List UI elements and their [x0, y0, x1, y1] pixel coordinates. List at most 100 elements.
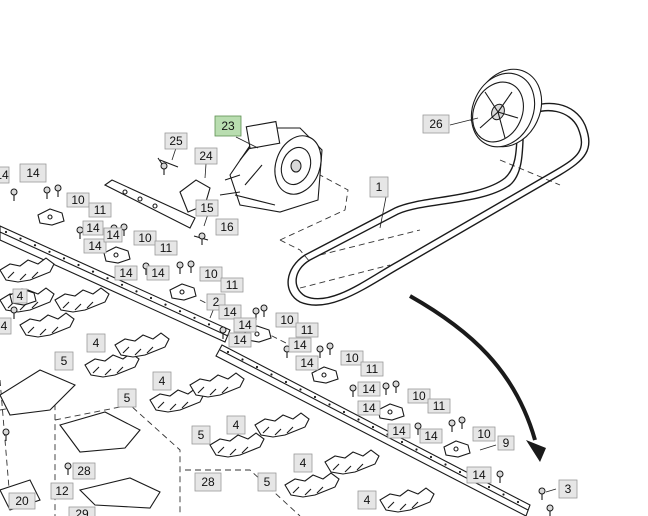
svg-text:10: 10 — [71, 193, 85, 207]
svg-text:24: 24 — [199, 149, 213, 163]
callout-c11c: 11 — [220, 277, 244, 293]
callout-c14o: 14 — [466, 466, 492, 484]
cutter-bar-upper — [0, 225, 231, 343]
gearbox — [219, 120, 323, 213]
drive-pulley — [470, 68, 543, 148]
bolt — [198, 232, 206, 245]
callout-c11f: 11 — [427, 398, 451, 414]
svg-text:14: 14 — [0, 168, 9, 182]
svg-text:14: 14 — [88, 239, 102, 253]
bolt — [382, 382, 390, 395]
callout-c14q: 14 — [103, 227, 123, 243]
bolt — [54, 184, 62, 197]
bolt — [2, 428, 10, 441]
callout-c11a: 11 — [88, 202, 112, 218]
callout-c10a: 10 — [66, 192, 90, 208]
callout-c14n: 14 — [419, 428, 443, 444]
bar-hole — [299, 388, 302, 391]
knife-guard — [54, 287, 110, 313]
bar-hole — [48, 250, 51, 253]
svg-text:4: 4 — [1, 319, 8, 333]
callout-labels: 1234444444555591010101010101011111111111… — [0, 114, 578, 516]
callout-c14i: 14 — [288, 337, 312, 353]
bolt — [326, 342, 334, 355]
hold-down-clip — [37, 208, 65, 226]
bar-hole — [33, 244, 37, 247]
bar-hole — [241, 358, 244, 361]
svg-text:15: 15 — [200, 201, 214, 215]
svg-text:5: 5 — [198, 428, 205, 442]
hold-down-clip — [103, 246, 131, 264]
svg-text:10: 10 — [204, 267, 218, 281]
svg-text:26: 26 — [429, 117, 443, 131]
bolt — [392, 380, 400, 393]
callout-c15: 15 — [195, 199, 219, 217]
knife-guard — [324, 449, 380, 475]
svg-text:2: 2 — [213, 295, 220, 309]
bolt — [546, 504, 554, 516]
bar-hole — [62, 257, 66, 260]
bolt — [414, 422, 422, 435]
callout-c3: 3 — [558, 479, 578, 499]
hold-down-clip — [169, 283, 197, 301]
knife-guard — [0, 257, 55, 283]
hold-down-clip — [311, 366, 339, 384]
callout-c4c: 4 — [226, 415, 246, 435]
callout-c14p: 14 — [228, 332, 252, 348]
svg-text:5: 5 — [124, 391, 131, 405]
svg-text:4: 4 — [233, 418, 240, 432]
bolt — [76, 226, 84, 239]
callout-c24: 24 — [194, 147, 218, 165]
callout-c4b: 4 — [152, 371, 172, 391]
callout-c10d: 10 — [275, 312, 299, 328]
callout-c1: 1 — [369, 176, 389, 198]
bar-hole — [178, 310, 182, 313]
callout-c14j: 14 — [295, 355, 319, 371]
bolt — [538, 487, 546, 500]
svg-text:14: 14 — [300, 356, 314, 370]
bar-hole — [19, 237, 22, 240]
knife-guard — [209, 432, 265, 458]
svg-text:28: 28 — [77, 464, 91, 478]
bar-hole — [313, 395, 317, 399]
direction-arrow — [409, 294, 546, 462]
bar-hole — [516, 500, 520, 504]
svg-text:5: 5 — [264, 475, 271, 489]
knife-guard — [284, 472, 340, 498]
callout-c28a: 28 — [72, 462, 96, 480]
svg-text:14: 14 — [119, 266, 133, 280]
bolt — [349, 384, 357, 397]
svg-text:23: 23 — [221, 119, 235, 133]
svg-text:9: 9 — [503, 436, 510, 450]
callout-c5a: 5 — [54, 351, 74, 371]
svg-text:11: 11 — [433, 399, 446, 413]
svg-text:10: 10 — [412, 389, 426, 403]
cutter-bar-holes — [4, 230, 520, 504]
svg-text:11: 11 — [301, 323, 314, 337]
bolts — [2, 162, 554, 516]
callout-c5b: 5 — [117, 388, 137, 408]
callout-c4a: 4 — [86, 333, 106, 353]
svg-text:14: 14 — [86, 221, 100, 235]
callout-c4e: 4 — [357, 490, 377, 510]
bolt — [43, 186, 51, 199]
callout-c10b: 10 — [133, 230, 157, 246]
svg-text:10: 10 — [345, 351, 359, 365]
callout-c4g: 4 — [12, 288, 28, 304]
callout-c5d: 5 — [257, 472, 277, 492]
callout-c11b: 11 — [154, 240, 178, 256]
callout-c14k: 14 — [357, 381, 381, 397]
svg-text:11: 11 — [226, 278, 239, 292]
callout-c20: 20 — [8, 492, 36, 510]
callout-c10c: 10 — [199, 266, 223, 282]
svg-text:14: 14 — [106, 228, 120, 242]
hold-down-clip — [377, 403, 405, 421]
knife-guard — [19, 312, 75, 338]
bar-hole — [342, 410, 346, 414]
callout-c14d: 14 — [83, 238, 107, 254]
bar-hole — [120, 283, 124, 286]
bar-hole — [371, 425, 375, 429]
svg-text:14: 14 — [223, 305, 237, 319]
bar-hole — [149, 296, 153, 300]
callout-c11e: 11 — [360, 361, 384, 377]
